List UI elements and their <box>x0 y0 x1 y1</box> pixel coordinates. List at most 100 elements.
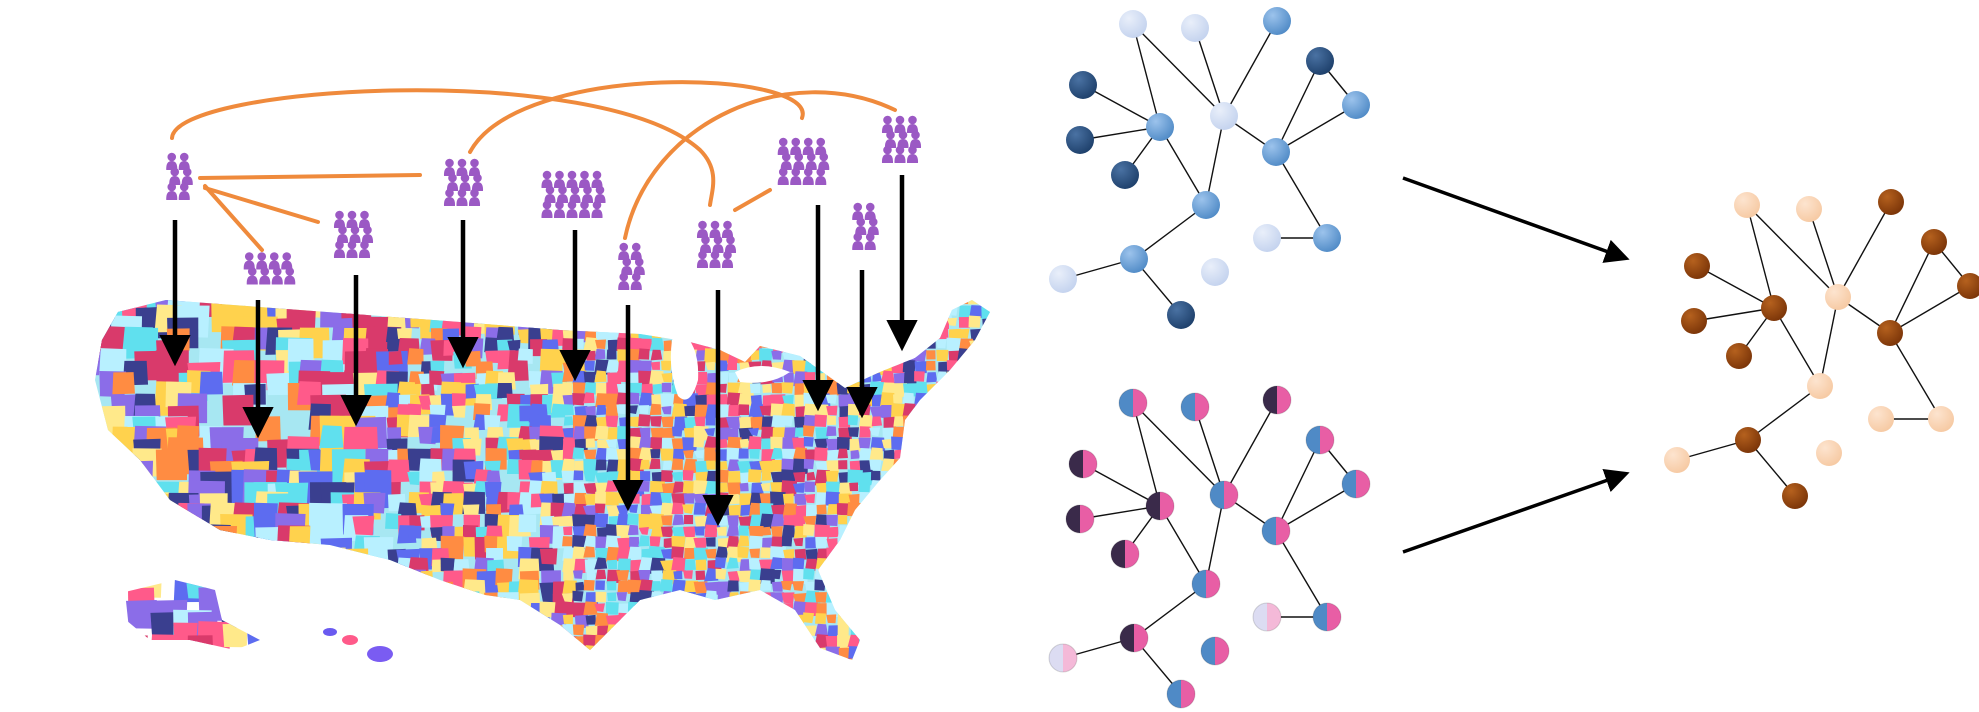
county-tile <box>584 415 599 429</box>
tie-4-to-11 <box>468 80 805 154</box>
county-tile <box>705 658 718 660</box>
county-tile <box>771 504 785 517</box>
county-tile <box>651 361 660 370</box>
county-tile <box>495 601 513 619</box>
network-node <box>1735 427 1761 453</box>
county-tile <box>760 658 774 660</box>
county-tile <box>408 592 432 615</box>
county-tile <box>782 338 796 351</box>
county-tile <box>938 449 951 462</box>
county-tile <box>994 307 1003 316</box>
county-tile <box>913 613 928 627</box>
county-tile <box>749 602 763 616</box>
county-tile <box>847 658 859 660</box>
person-body <box>468 197 481 206</box>
person-body <box>358 249 371 258</box>
county-tile <box>462 601 479 617</box>
county-tile <box>891 436 906 451</box>
person-head <box>698 220 707 230</box>
county-tile <box>684 515 694 525</box>
county-tile <box>926 317 937 327</box>
county-tile <box>935 458 951 474</box>
network-edge <box>1275 530 1328 618</box>
county-tile <box>925 360 936 371</box>
county-tile <box>781 448 796 462</box>
county-tile <box>969 504 981 515</box>
county-tile <box>858 480 871 493</box>
people-group-icon <box>541 170 606 218</box>
county-tile <box>946 394 962 408</box>
county-tile <box>672 646 683 657</box>
county-tile <box>904 636 916 648</box>
county-tile <box>827 449 841 463</box>
county-tile <box>278 614 310 646</box>
network-edge <box>1223 20 1278 117</box>
county-tile <box>781 580 793 591</box>
county-tile <box>737 381 754 398</box>
county-tile <box>827 625 841 638</box>
county-tile <box>563 515 575 527</box>
county-tile <box>759 337 771 349</box>
county-tile <box>836 502 850 516</box>
county-tile <box>616 570 630 582</box>
county-tile <box>497 658 517 660</box>
county-tile <box>748 592 764 606</box>
network-node <box>1878 189 1904 215</box>
county-tile <box>693 328 709 342</box>
county-tile <box>990 362 1004 374</box>
county-tile <box>638 646 650 657</box>
county-tile <box>606 559 618 570</box>
county-tile <box>595 647 609 660</box>
county-tile <box>726 447 741 462</box>
county-tile <box>970 493 980 503</box>
county-tile <box>396 612 411 627</box>
county-tile <box>432 581 455 604</box>
county-tile <box>749 492 764 506</box>
county-tile <box>970 581 985 596</box>
network-node <box>1180 392 1210 422</box>
county-tile <box>188 657 223 660</box>
county-tile <box>968 612 982 625</box>
county-tile <box>882 548 893 558</box>
county-tile <box>660 448 675 462</box>
county-tile <box>661 470 674 483</box>
county-tile <box>848 493 861 505</box>
county-tile <box>650 449 661 459</box>
county-tile <box>759 493 773 505</box>
network-node <box>1262 138 1290 166</box>
county-tile <box>957 623 972 638</box>
county-tile <box>605 535 621 551</box>
county-tile <box>803 524 815 536</box>
county-tile <box>717 592 732 607</box>
county-tile <box>309 613 337 641</box>
county-tile <box>893 581 906 593</box>
county-tile <box>794 548 807 560</box>
county-tile <box>739 581 751 593</box>
county-tile <box>903 613 916 626</box>
county-tile <box>638 414 651 427</box>
county-tile <box>980 437 990 451</box>
county-tile <box>650 349 663 361</box>
county-tile <box>936 624 951 639</box>
network-edge <box>1808 208 1839 298</box>
county-tile <box>682 614 697 627</box>
county-tile <box>585 317 595 327</box>
county-tile <box>902 359 916 373</box>
county-tile <box>484 513 500 529</box>
county-tile <box>528 304 552 327</box>
county-tile <box>628 305 644 321</box>
county-tile <box>561 502 577 517</box>
person-head <box>886 130 895 140</box>
county-tile <box>936 591 949 603</box>
county-tile <box>649 403 662 416</box>
county-tile <box>331 559 353 580</box>
county-tile <box>726 316 742 331</box>
county-tile <box>814 592 827 603</box>
network-node <box>1065 504 1095 534</box>
county-tile <box>749 658 761 660</box>
network-edge <box>1275 151 1328 239</box>
county-tile <box>583 471 596 482</box>
county-tile <box>803 414 816 427</box>
person-head <box>911 130 920 140</box>
county-tile <box>530 460 546 475</box>
